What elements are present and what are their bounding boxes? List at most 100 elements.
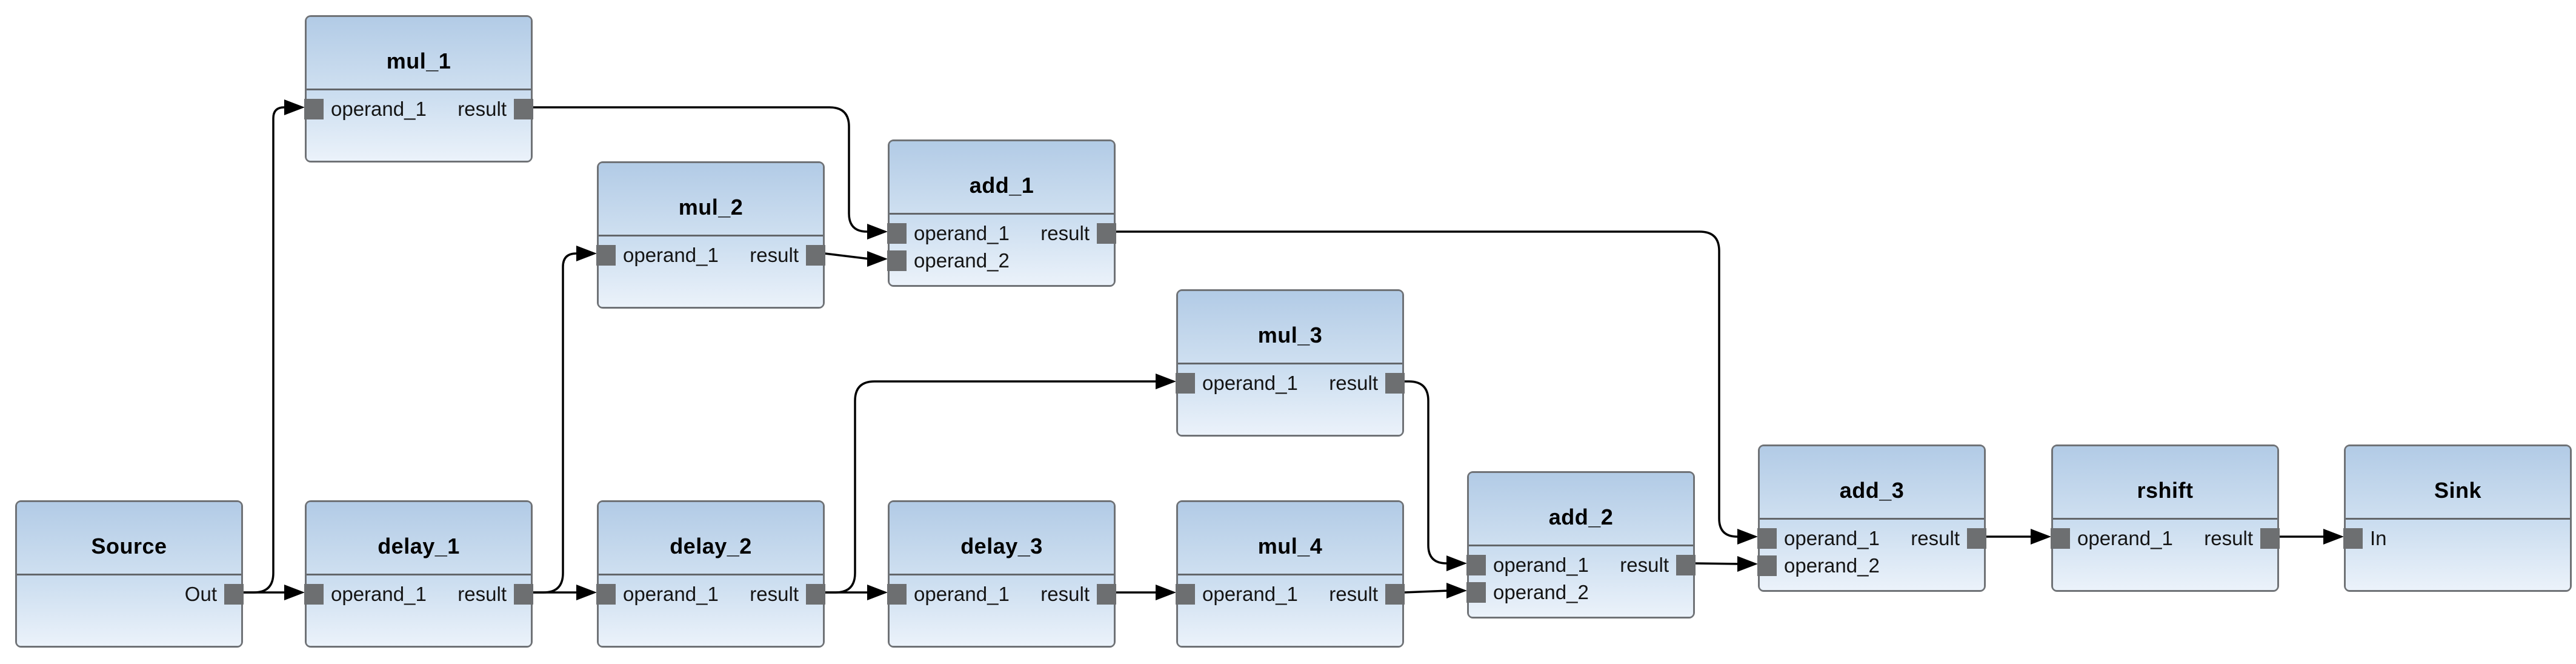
block-body-area [890,575,1114,646]
block-body-area [1178,364,1402,435]
connection-mul_2.result-to-add_1.operand_2[interactable] [824,252,870,260]
rshift-result-connector[interactable] [2260,528,2280,549]
port-row: operand_1 [1176,583,1402,605]
block-title-area [890,502,1114,574]
block-title: add_2 [1548,505,1614,529]
delay_1-result-connector[interactable] [514,584,533,605]
mul_4-result-label: result [1329,583,1378,605]
rshift-result-label: result [2204,527,2253,549]
arrowhead [576,585,597,600]
block-title: rshift [2137,478,2194,503]
port-row: result [307,583,533,605]
mul_3-result-connector[interactable] [1385,373,1405,394]
block-body-area [1760,520,1984,590]
delay_2-result-connector[interactable] [806,584,825,605]
add_3-operand_1-label: operand_1 [1784,527,1880,549]
delay_2-operand_1-connector[interactable] [596,584,616,605]
mul_3-operand_1-connector[interactable] [1176,373,1195,394]
block-divider [1469,545,1693,546]
delay_3-result-connector[interactable] [1097,584,1116,605]
block-title-area [1760,446,1984,518]
connection-mul_3.result-to-add_2.operand_1[interactable] [1404,380,1449,565]
port-row: result [2053,527,2280,549]
connection-mul_1.result-to-add_1.operand_1[interactable] [533,106,870,233]
delay_1-operand_1-label: operand_1 [331,583,427,605]
add_1-operand_2-connector[interactable] [887,250,907,271]
add_3-result-connector[interactable] [1967,528,1986,549]
add_3-operand_2-connector[interactable] [1757,555,1777,576]
block-body-area [307,575,531,646]
block-Sink[interactable]: Sink In [2343,444,2572,592]
block-title: add_1 [969,173,1034,198]
block-title-area [2053,446,2277,518]
port-row: operand_2 [887,250,1114,272]
delay_3-operand_1-connector[interactable] [887,584,907,605]
connection-mul_4.result-to-add_2.operand_2[interactable] [1403,589,1449,594]
mul_2-result-connector[interactable] [806,245,825,266]
arrowhead [284,585,305,600]
arrowhead [1156,374,1176,389]
block-divider [307,89,531,90]
mul_1-operand_1-connector[interactable] [304,99,324,119]
add_3-operand_1-connector[interactable] [1757,528,1777,549]
mul_1-result-connector[interactable] [514,99,533,119]
add_3-operand_2-label: operand_2 [1784,554,1880,577]
add_2-operand_1-label: operand_1 [1493,554,1589,576]
block-body-area [17,575,241,646]
block-title-area [1178,502,1402,574]
port-row: operand_1 [596,583,823,605]
Sink-In-connector[interactable] [2343,528,2363,549]
connection-add_1.result-to-add_3.operand_1[interactable] [1116,230,1740,538]
arrowhead [1156,585,1176,600]
connection-delay_1.result-to-mul_2.operand_1[interactable] [533,252,579,594]
connection-add_2.result-to-add_3.operand_2[interactable] [1694,562,1740,565]
add_1-result-connector[interactable] [1097,223,1116,244]
delay_2-result-label: result [750,583,799,605]
block-title: delay_3 [960,534,1043,558]
block-divider [1178,363,1402,364]
port-row: result [1178,583,1405,605]
add_2-operand_2-connector[interactable] [1466,582,1486,603]
block-body-area [2053,520,2277,590]
block-Source[interactable]: Source Out [15,500,244,648]
add_3-result-label: result [1911,527,1960,549]
block-divider [599,235,823,236]
block-body-area [599,236,823,307]
add_2-operand_1-connector[interactable] [1466,555,1486,575]
Source-Out-connector[interactable] [224,584,244,605]
block-title-area [307,17,531,89]
port-row: operand_1 [887,583,1114,605]
block-body-area [1469,546,1693,617]
rshift-operand_1-connector[interactable] [2051,528,2070,549]
block-title-area [307,502,531,574]
mul_2-operand_1-connector[interactable] [596,245,616,266]
port-row: result [890,583,1116,605]
add_1-operand_1-connector[interactable] [887,223,907,244]
mul_4-operand_1-connector[interactable] [1176,584,1195,605]
connection-Source.Out-to-mul_1.operand_1[interactable] [243,106,287,594]
Source-Out-label: Out [184,583,217,605]
add_2-result-connector[interactable] [1676,555,1696,575]
block-title-area [17,502,241,574]
mul_4-result-connector[interactable] [1385,584,1405,605]
mul_4-operand_1-label: operand_1 [1202,583,1298,605]
block-title-area [890,141,1114,213]
arrowhead [2323,529,2344,545]
add_1-result-label: result [1040,222,1090,244]
add_2-operand_2-label: operand_2 [1493,581,1589,603]
delay_1-operand_1-connector[interactable] [304,584,324,605]
block-body-area [1178,575,1402,646]
